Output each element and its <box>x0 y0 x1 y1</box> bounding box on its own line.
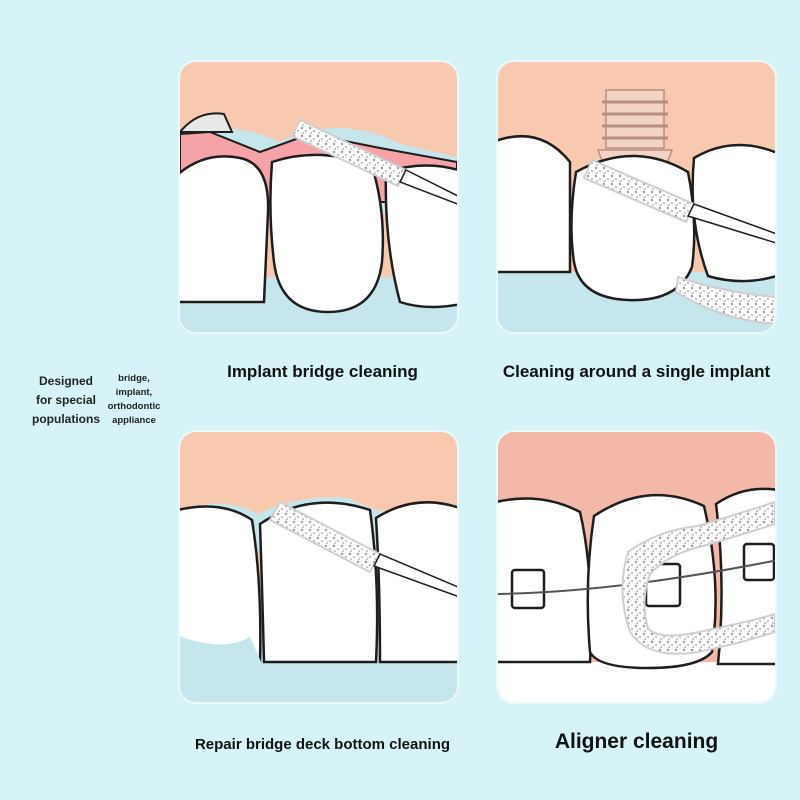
panel-caption: Cleaning around a single implant <box>502 362 771 381</box>
side-label-line: orthodontic <box>107 401 161 412</box>
side-label-line: bridge, <box>118 373 150 384</box>
panel-caption: Repair bridge deck bottom cleaning <box>194 736 451 753</box>
side-label-line: implant, <box>115 387 153 398</box>
braces-aligner-panel <box>498 432 775 702</box>
side-label-designed: Designed for special populations <box>30 372 102 429</box>
side-label-appliances: bridge, implant, orthodontic appliance <box>104 372 164 428</box>
bridge-deck-panel <box>180 432 457 702</box>
braces-aligner-illustration <box>498 432 775 702</box>
panel-caption: Aligner cleaning <box>554 730 719 753</box>
implant-bridge-illustration <box>180 62 457 332</box>
single-implant-illustration <box>498 62 775 332</box>
implant-bridge-panel <box>180 62 457 332</box>
side-label-line: populations <box>32 412 100 426</box>
bridge-deck-illustration <box>180 432 457 702</box>
single-implant-panel <box>498 62 775 332</box>
bracket-icon <box>510 542 775 610</box>
side-label-line: for special <box>35 393 97 407</box>
side-label-line: Designed <box>38 374 93 388</box>
side-label-line: appliance <box>112 415 156 426</box>
panel-caption: Implant bridge cleaning <box>227 362 418 381</box>
